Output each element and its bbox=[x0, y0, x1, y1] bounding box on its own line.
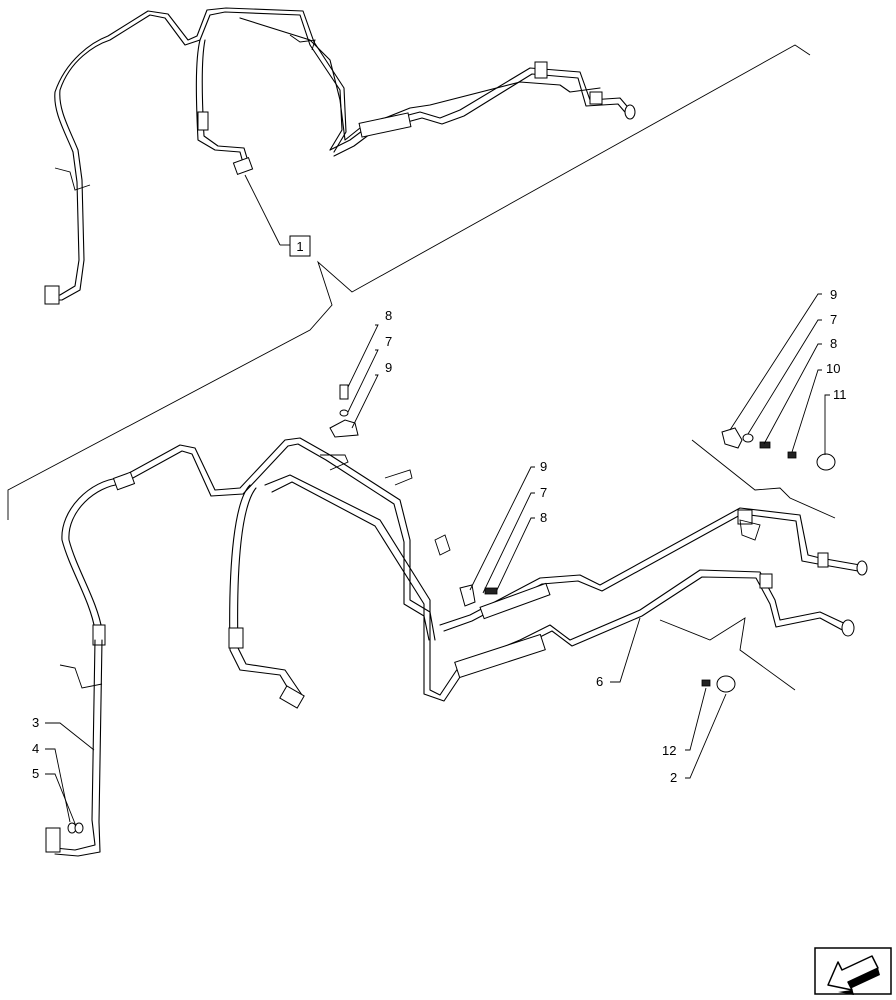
section-divider bbox=[7, 44, 811, 520]
lower-left-block bbox=[45, 827, 61, 853]
ref-box bbox=[289, 235, 311, 257]
upper-fitting-a bbox=[534, 61, 548, 79]
label-12: 12 bbox=[662, 743, 676, 758]
label-6: 6 bbox=[596, 674, 603, 689]
clamp-9-right bbox=[721, 427, 743, 449]
fitting-12 bbox=[701, 679, 711, 687]
callout-labels: 8 7 9 9 7 8 10 11 9 7 8 3 4 5 6 12 2 bbox=[32, 287, 847, 785]
lower-end-fitting bbox=[841, 619, 855, 637]
right-hardware-group bbox=[691, 293, 836, 519]
bottom-right-hardware bbox=[659, 617, 796, 779]
label-8-mid: 8 bbox=[540, 510, 547, 525]
label-5: 5 bbox=[32, 766, 39, 781]
upper-hose-sleeve bbox=[358, 112, 412, 138]
next-page-arrow-icon[interactable] bbox=[814, 947, 892, 995]
clamp-9-top bbox=[329, 419, 359, 438]
cap-11-right bbox=[816, 453, 836, 471]
ref-box-label: 1 bbox=[296, 239, 303, 254]
upper-pipe-assembly bbox=[44, 7, 636, 305]
label-7-right: 7 bbox=[830, 312, 837, 327]
lower-pipe-assembly bbox=[45, 437, 868, 857]
washer-7-top bbox=[339, 409, 349, 417]
label-11-right: 11 bbox=[833, 387, 847, 402]
upper-right-hose-sleeve bbox=[479, 582, 551, 620]
label-9-right: 9 bbox=[830, 287, 837, 302]
top-center-hardware bbox=[329, 324, 379, 438]
left-pipe-sleeve-a bbox=[112, 471, 136, 491]
lower-hose-sleeve bbox=[454, 633, 546, 679]
middle-hose-sleeve bbox=[228, 627, 244, 649]
upper-end-fitting bbox=[624, 104, 636, 120]
lower-fitting-a bbox=[759, 573, 773, 589]
middle-hose-fitting bbox=[279, 685, 305, 709]
fitting-10-right bbox=[787, 451, 797, 459]
label-4: 4 bbox=[32, 741, 39, 756]
ref-1-callout: 1 bbox=[244, 174, 311, 257]
upper-clip bbox=[232, 156, 254, 176]
mid-bracket bbox=[459, 584, 476, 607]
o-ring-5 bbox=[74, 822, 84, 834]
label-9-mid: 9 bbox=[540, 459, 547, 474]
upper-fitting-b bbox=[589, 91, 603, 105]
label-8-top: 8 bbox=[385, 308, 392, 323]
upper-right-fitting bbox=[817, 552, 829, 568]
upper-right-end-fitting bbox=[856, 560, 868, 576]
cap-2 bbox=[716, 675, 736, 693]
label-9-top: 9 bbox=[385, 360, 392, 375]
mid-hardware-group bbox=[469, 466, 535, 595]
upper-sleeve bbox=[197, 111, 209, 131]
label-8-right: 8 bbox=[830, 336, 837, 351]
upper-left-block bbox=[44, 285, 60, 305]
label-7-top: 7 bbox=[385, 334, 392, 349]
label-7-mid: 7 bbox=[540, 485, 547, 500]
label-3: 3 bbox=[32, 715, 39, 730]
label-10-right: 10 bbox=[826, 361, 840, 376]
bolt-8-mid bbox=[484, 587, 498, 595]
left-callouts bbox=[45, 722, 95, 827]
label-2: 2 bbox=[670, 770, 677, 785]
bolt-8-top bbox=[339, 384, 349, 400]
hose-6-callout bbox=[610, 617, 641, 683]
washer-7-right bbox=[742, 433, 754, 443]
